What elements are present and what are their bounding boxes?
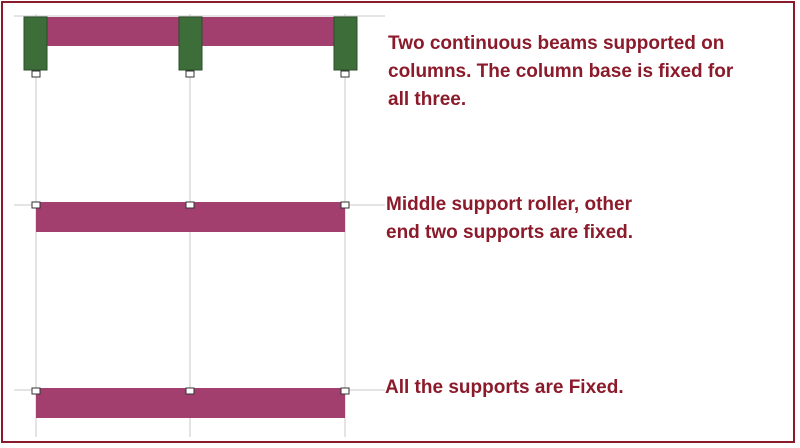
column-middle	[178, 16, 203, 71]
support-2-left	[31, 201, 41, 209]
support-2-middle	[185, 201, 195, 209]
beam-1-right-span	[202, 17, 334, 46]
case-2-continuous-beam	[31, 201, 350, 232]
fixed-base-middle	[185, 70, 195, 78]
caption-case-2: Middle support roller, other end two sup…	[386, 194, 634, 243]
support-3-middle	[185, 387, 195, 395]
case-1-beams-on-columns	[23, 16, 358, 78]
support-3-left	[31, 387, 41, 395]
support-2-right	[340, 201, 350, 209]
fixed-base-right	[340, 70, 350, 78]
beam-1-left-span	[47, 17, 179, 46]
caption-case-1: Two continuous beams supported on column…	[388, 33, 734, 110]
case-3-continuous-beam	[31, 387, 350, 418]
caption-case-3: All the supports are Fixed.	[385, 377, 624, 398]
fixed-base-left	[31, 70, 41, 78]
column-left	[23, 16, 48, 71]
support-3-right	[340, 387, 350, 395]
column-right	[333, 16, 358, 71]
